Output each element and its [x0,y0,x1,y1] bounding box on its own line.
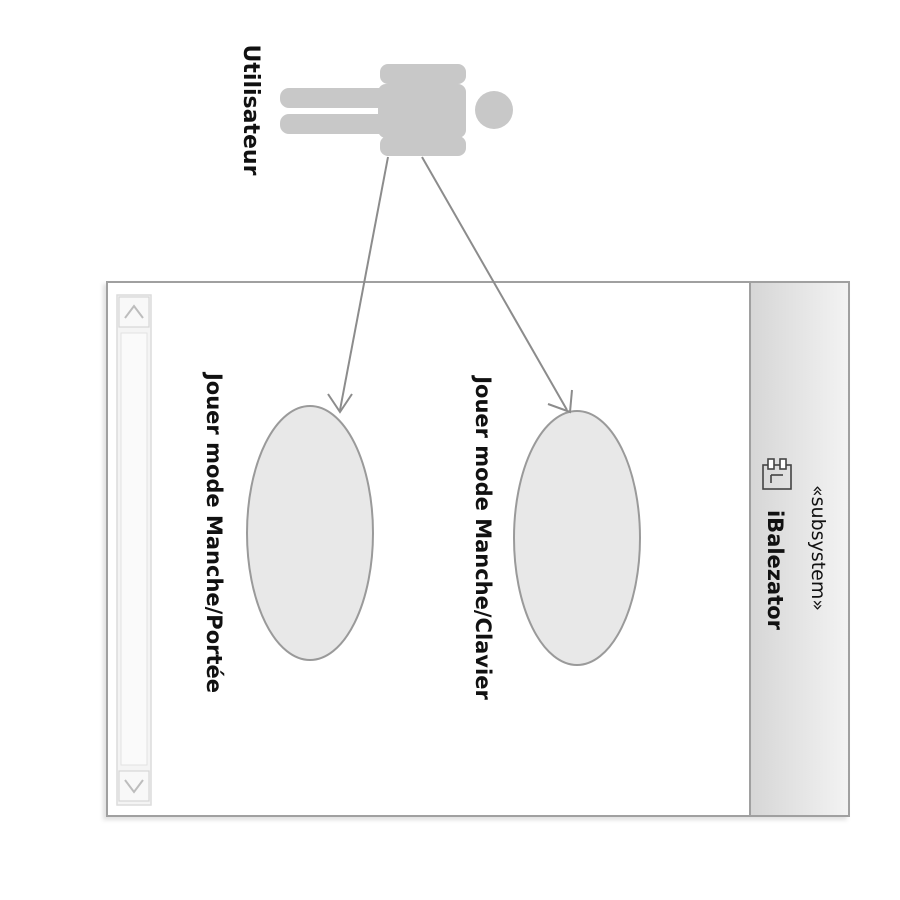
association-portee[interactable] [327,156,389,414]
chevron-up-icon [124,304,144,319]
subsystem-body [106,281,850,817]
subsystem-header [749,281,850,817]
component-icon [762,458,792,490]
stick-figure-icon [280,64,513,156]
use-case-portee[interactable]: Jouer mode Manche/Portée [202,371,374,693]
arrowhead-icon [547,389,573,414]
use-case-label: Jouer mode Manche/Clavier [471,374,495,700]
chevron-down-icon [124,779,144,794]
actor-utilisateur[interactable]: Utilisateur [238,45,513,176]
subsystem-name: iBalezator [763,510,787,631]
actor-label: Utilisateur [238,45,263,176]
use-case-label: Jouer mode Manche/Portée [202,371,226,693]
scrollbar[interactable] [116,294,152,806]
scroll-up-button[interactable] [118,296,150,328]
association-clavier[interactable] [421,156,573,414]
scroll-track[interactable] [120,332,148,766]
subsystem-ibalezator[interactable]: «subsystem» iBalezator Jouer mode Manche… [106,281,850,817]
scroll-down-button[interactable] [118,770,150,802]
use-case-clavier[interactable]: Jouer mode Manche/Clavier [471,374,641,700]
subsystem-stereotype: «subsystem» [807,485,829,611]
arrowhead-icon [327,393,353,414]
